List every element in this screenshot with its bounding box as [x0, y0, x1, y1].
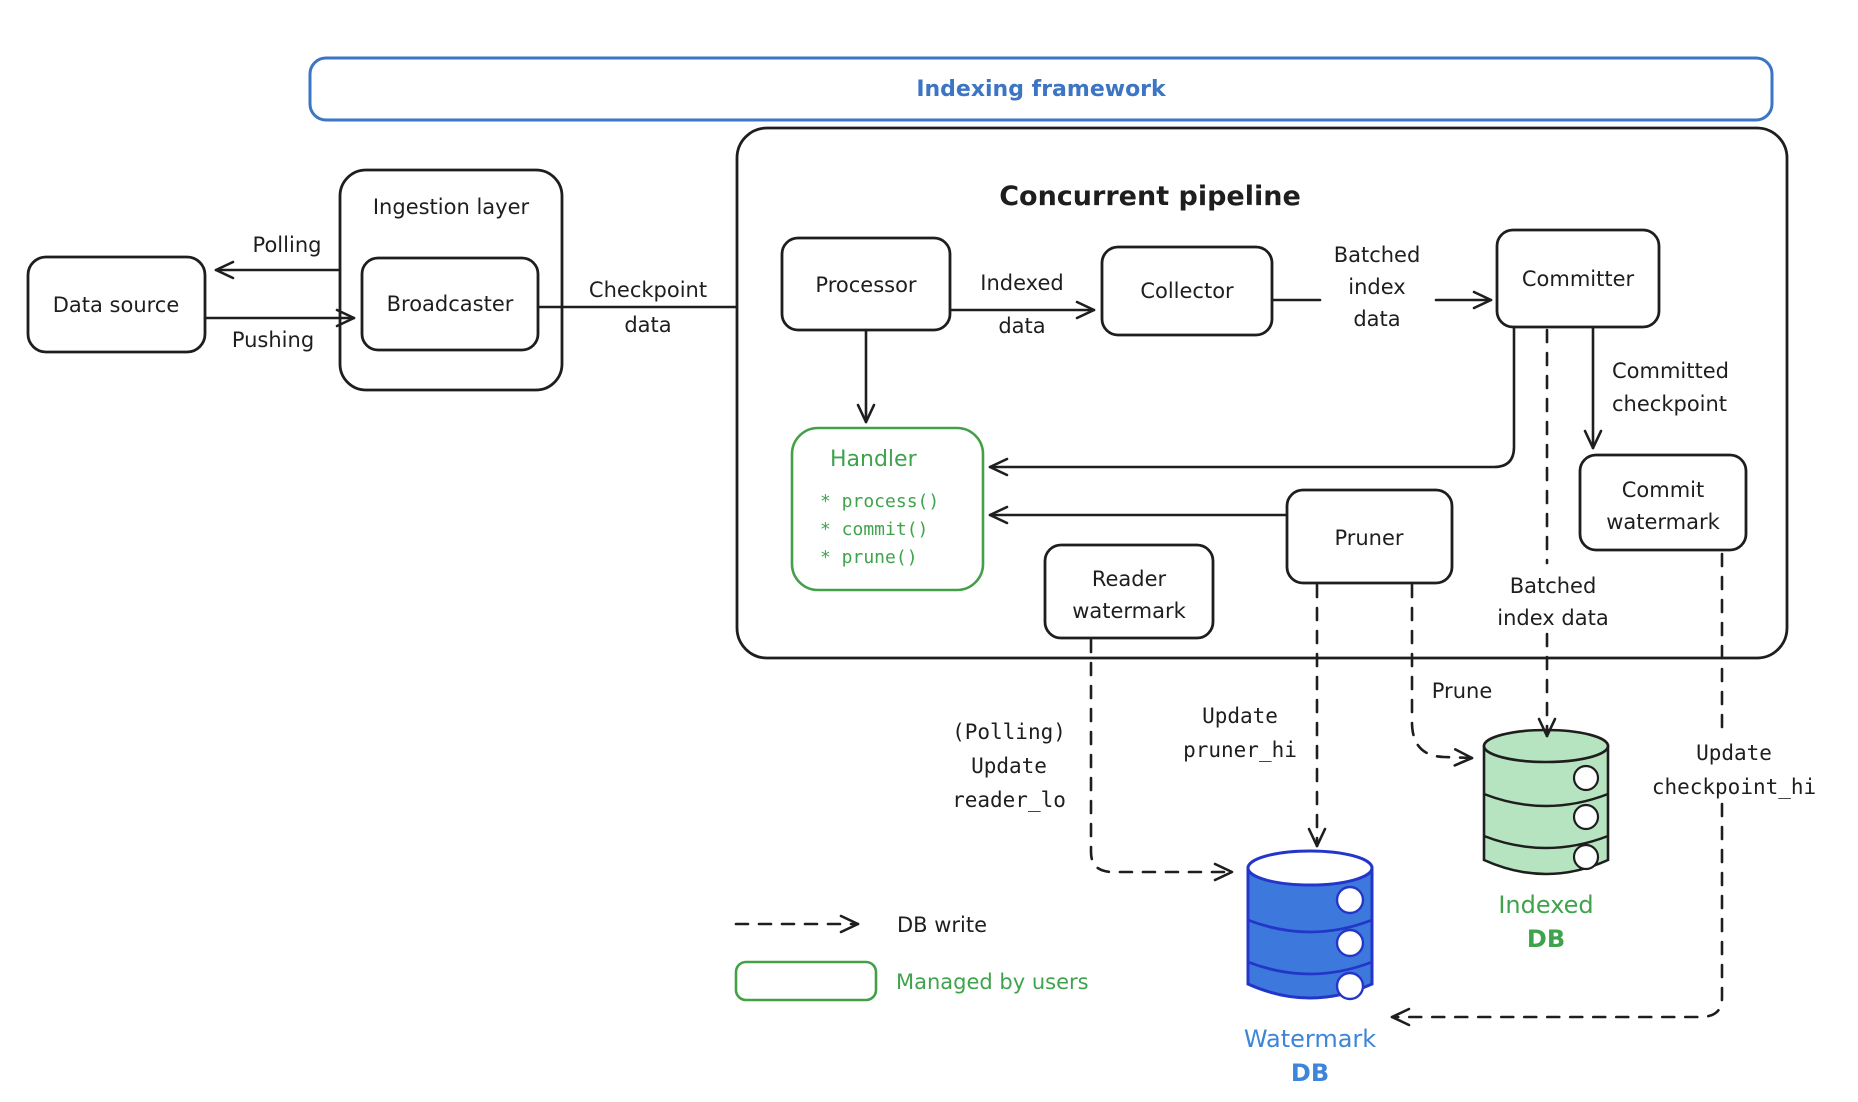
checkpoint-data-label-line1: Checkpoint [589, 278, 707, 302]
update-checkpoint-hi-label-line1: Update [1696, 741, 1772, 765]
reader-watermark-node: Reader watermark [1043, 543, 1215, 640]
batched-index-data-label-line1: Batched [1334, 243, 1421, 267]
legend-managed-label: Managed by users [896, 970, 1089, 994]
committer-frame [1495, 228, 1661, 329]
prune-label: Prune [1432, 679, 1492, 703]
update-checkpoint-hi-label-line2: checkpoint_hi [1652, 775, 1816, 799]
broadcaster-label: Broadcaster [387, 292, 514, 316]
legend-db-write-label: DB write [897, 913, 987, 937]
indexed-data-edge: Indexed data [948, 271, 1096, 338]
commit-watermark-label-line2: watermark [1606, 510, 1720, 534]
update-reader-lo-label-line2: Update [971, 754, 1047, 778]
indexed-db-icon: Indexed DB [1482, 728, 1610, 953]
pruner-frame [1285, 488, 1454, 585]
watermark-db-band1 [1247, 918, 1373, 934]
watermark-db-top [1246, 849, 1374, 887]
update-pruner-hi-label-line2: pruner_hi [1183, 738, 1297, 762]
indexed-data-label-line1: Indexed [980, 271, 1063, 295]
indexed-db-band2 [1483, 834, 1609, 850]
banner-title: Indexing framework [916, 77, 1167, 102]
pruner-node: Pruner [1285, 488, 1454, 585]
handler-title: Handler [830, 447, 918, 472]
committed-checkpoint-edge: Committed checkpoint [1583, 325, 1729, 450]
update-pruner-hi-edge: Update pruner_hi [1183, 583, 1327, 848]
legend-managed-box [734, 960, 878, 1002]
handler-method-prune: * prune() [820, 547, 918, 568]
data-source-node: Data source [26, 255, 207, 354]
committed-checkpoint-label-line1: Committed [1612, 359, 1729, 383]
ingestion-layer-node: Ingestion layer Broadcaster [338, 168, 564, 392]
commit-watermark-frame [1578, 453, 1748, 552]
update-reader-lo-arrow [1089, 638, 1234, 882]
batched-index-data-label-line2: index [1348, 275, 1405, 299]
broadcaster-frame [360, 256, 540, 352]
data-source-frame [26, 255, 207, 354]
concurrent-pipeline-title: Concurrent pipeline [999, 181, 1301, 212]
committed-checkpoint-label-line2: checkpoint [1612, 392, 1727, 416]
legend: DB write Managed by users [734, 913, 1089, 1002]
batched-index-data-db-edge: Batched index data [1497, 328, 1609, 738]
checkpoint-data-edge: Checkpoint data [538, 278, 760, 337]
reader-watermark-frame [1043, 543, 1215, 640]
update-checkpoint-hi-edge: Update checkpoint_hi [1390, 552, 1816, 1027]
handler-method-commit: * commit() [820, 519, 928, 540]
indexing-framework-banner: Indexing framework [308, 56, 1774, 122]
update-pruner-hi-label-line1: Update [1202, 704, 1278, 728]
update-reader-lo-label-line3: reader_lo [952, 788, 1066, 812]
committer-to-handler-arrow [988, 325, 1516, 477]
watermark-db-band2 [1247, 960, 1373, 976]
indexed-db-band1 [1483, 792, 1609, 808]
collector-label: Collector [1140, 279, 1234, 303]
commit-watermark-label-line1: Commit [1622, 478, 1705, 502]
polling-edge: Polling [214, 233, 342, 280]
batched-index-data-db-label-line2: index data [1497, 606, 1608, 630]
committer-label: Committer [1522, 267, 1635, 291]
update-reader-lo-label-line1: (Polling) [952, 720, 1066, 744]
banner-frame [308, 56, 1774, 122]
watermark-db-icon: Watermark DB [1244, 849, 1376, 1087]
processor-label: Processor [815, 273, 917, 297]
pruner-label: Pruner [1334, 526, 1403, 550]
checkpoint-data-label-line2: data [624, 313, 671, 337]
collector-node: Collector [1100, 245, 1274, 337]
indexed-db-label-line2: DB [1527, 925, 1565, 953]
commit-watermark-node: Commit watermark [1578, 453, 1748, 552]
pushing-edge: Pushing [203, 308, 356, 352]
pushing-label: Pushing [232, 328, 314, 352]
prune-edge: Prune [1410, 583, 1492, 767]
watermark-db-label-line2: DB [1291, 1059, 1329, 1087]
ingestion-layer-label: Ingestion layer [373, 195, 530, 219]
batched-index-data-label-line3: data [1353, 307, 1400, 331]
handler-method-process: * process() [820, 491, 939, 512]
processor-node: Processor [780, 236, 952, 332]
watermark-db-label-line1: Watermark [1244, 1025, 1376, 1053]
prune-arrow [1410, 583, 1474, 767]
update-checkpoint-hi-arrow [1390, 802, 1724, 1027]
batched-index-data-db-label-line1: Batched [1510, 574, 1597, 598]
collector-frame [1100, 245, 1274, 337]
committer-node: Committer [1495, 228, 1661, 329]
polling-label: Polling [253, 233, 322, 257]
indexed-data-label-line2: data [998, 314, 1045, 338]
indexed-db-label-line1: Indexed [1498, 891, 1593, 919]
reader-watermark-label-line2: watermark [1072, 599, 1186, 623]
handler-frame [790, 426, 985, 592]
data-source-label: Data source [53, 293, 180, 317]
reader-watermark-label-line1: Reader [1092, 567, 1167, 591]
handler-node: Handler * process() * commit() * prune() [790, 426, 985, 592]
update-reader-lo-edge: (Polling) Update reader_lo [952, 638, 1234, 882]
batched-index-data-edge: Batched index data [1270, 243, 1493, 331]
